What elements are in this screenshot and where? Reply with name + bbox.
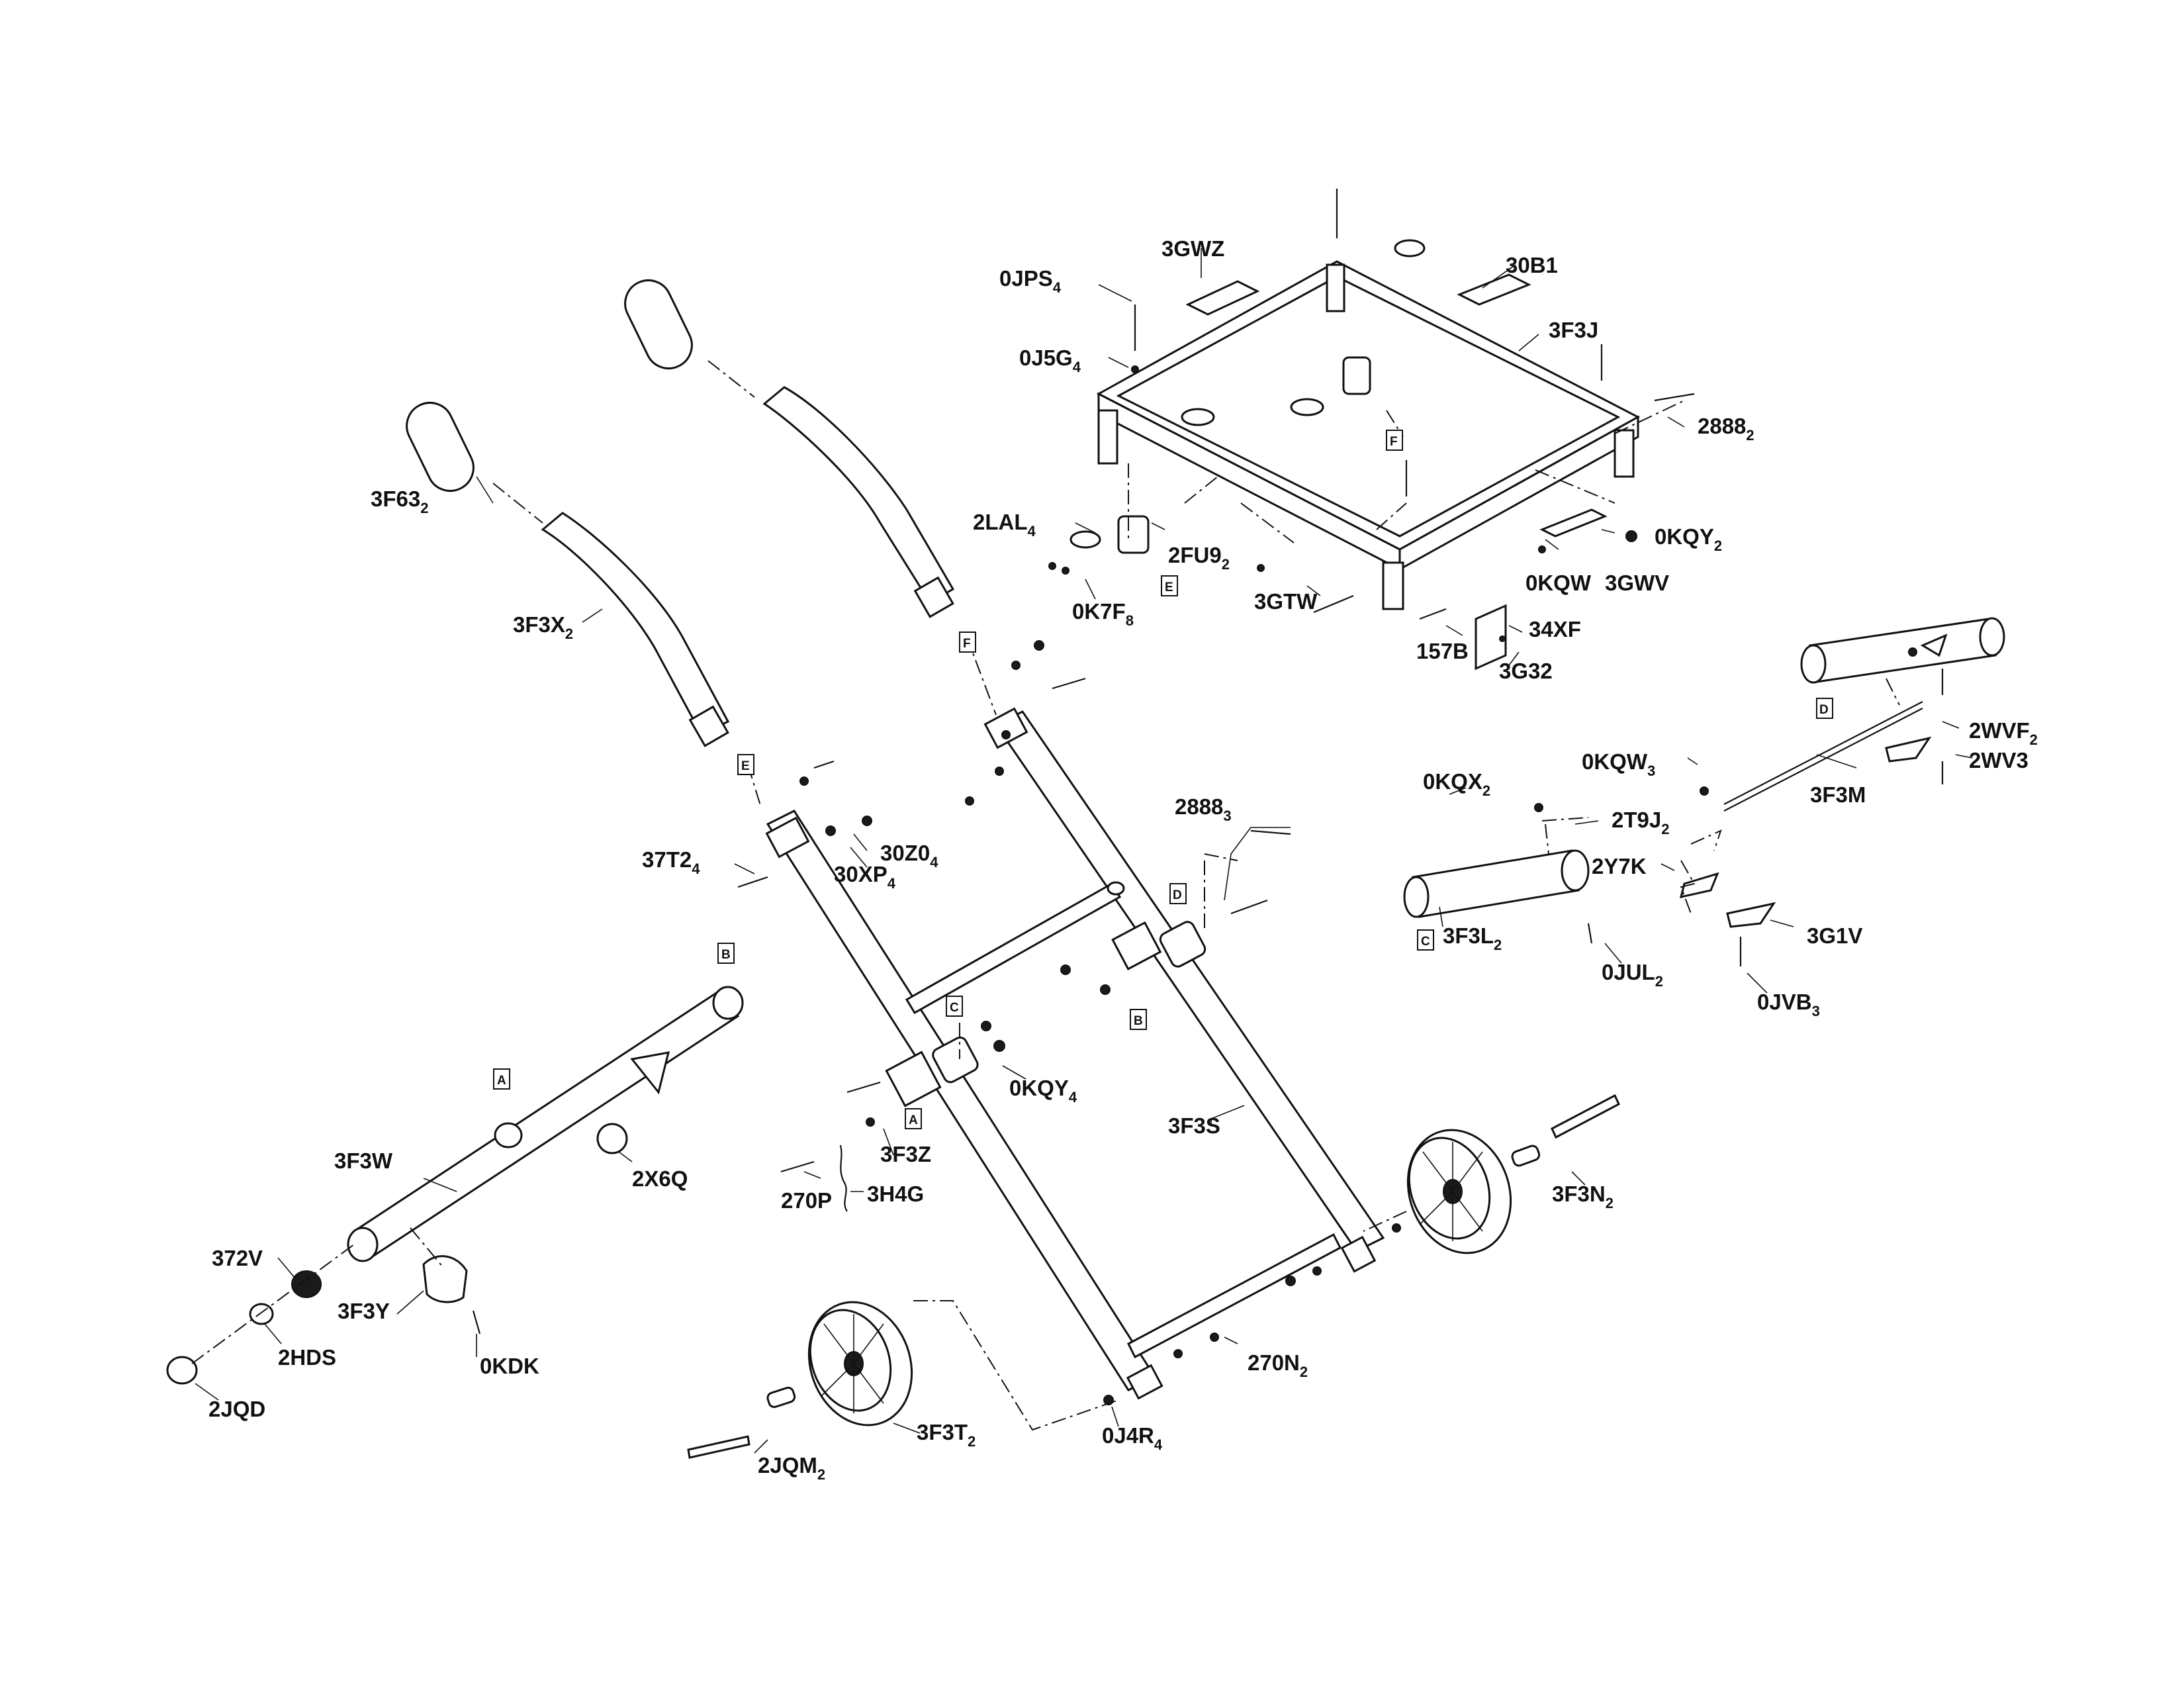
part-label: 3G32 — [1499, 659, 1553, 683]
callout-letter: A — [909, 1113, 918, 1127]
part-label: 0KQW — [1525, 571, 1592, 595]
callout-box: D — [1816, 698, 1833, 719]
part-label: 3F3S — [1168, 1113, 1220, 1138]
part-label: 34XF — [1529, 617, 1581, 641]
part-label: 28882 — [1698, 414, 1754, 444]
callout-letter: C — [950, 1001, 959, 1015]
part-label: 30XP4 — [834, 862, 896, 892]
callout-box: F — [1386, 430, 1403, 451]
callout-letter: D — [1173, 888, 1182, 902]
part-label: 2WV3 — [1969, 748, 2028, 773]
part-label: 37T24 — [642, 847, 700, 877]
wheels — [687, 1094, 1620, 1459]
part-label: 2T9J2 — [1612, 808, 1669, 837]
part-label: 270P — [781, 1188, 832, 1213]
part-label: 0J5G4 — [1019, 346, 1081, 375]
part-label: 372V — [212, 1246, 263, 1270]
part-label: 28883 — [1175, 794, 1232, 824]
part-label: 3F3M — [1810, 782, 1866, 807]
callout-box: E — [737, 754, 754, 775]
callout-box: F — [959, 632, 976, 653]
part-label: 0KQW3 — [1582, 749, 1655, 779]
part-label: 157B — [1416, 639, 1469, 663]
part-label: 270N2 — [1248, 1350, 1308, 1380]
callout-letter: A — [497, 1074, 506, 1088]
part-label: 30B1 — [1506, 253, 1558, 277]
callout-letter: F — [1390, 435, 1398, 449]
callout-letter: B — [721, 948, 731, 962]
part-label: 0KQX2 — [1423, 769, 1490, 799]
part-label: 30Z04 — [880, 841, 938, 870]
part-label: 0J4R4 — [1102, 1423, 1163, 1453]
callout-letter: C — [1421, 935, 1430, 949]
part-label: 3GTW — [1254, 589, 1318, 614]
part-label: 3F3W — [334, 1149, 393, 1173]
part-label: 3GWZ — [1161, 236, 1224, 261]
part-label: 3F3T2 — [917, 1420, 976, 1450]
part-label: 3F3J — [1549, 318, 1598, 342]
part-label: 2X6Q — [632, 1166, 688, 1191]
part-label: 3GWV — [1605, 571, 1669, 595]
part-label: 3F632 — [371, 487, 428, 516]
part-label: 0JUL2 — [1602, 960, 1663, 990]
part-label: 3H4G — [867, 1182, 924, 1206]
callout-box: C — [1417, 929, 1434, 951]
part-labels: 0JPS4 3GWZ 30B1 3F3J 0J5G4 28882 3F632 2… — [208, 236, 2038, 1483]
callout-box: A — [905, 1108, 922, 1129]
part-label: 2FU92 — [1168, 543, 1230, 573]
part-label: 2LAL4 — [973, 510, 1036, 539]
callout-boxes: F F E E D D C C B B A A — [493, 430, 1833, 1129]
callout-letter: D — [1819, 703, 1829, 717]
cart-frame — [737, 635, 1401, 1405]
part-label: 2WVF2 — [1969, 718, 2038, 748]
part-label: 0K7F8 — [1072, 599, 1134, 629]
part-label: 0KQY4 — [1009, 1076, 1077, 1105]
leader-lines — [195, 248, 1973, 1454]
callout-letter: E — [741, 759, 750, 773]
part-label: 3F3N2 — [1552, 1182, 1614, 1211]
part-label: 2HDS — [278, 1345, 336, 1370]
part-label: 3F3L2 — [1443, 923, 1502, 953]
callout-box: E — [1161, 575, 1178, 596]
lower-arm — [166, 986, 744, 1385]
callout-box: B — [717, 943, 735, 964]
part-label: 0JPS4 — [999, 266, 1062, 296]
part-label: 0KQY2 — [1655, 524, 1722, 554]
part-label: 3F3Z — [880, 1142, 931, 1166]
part-label: 3G1V — [1807, 923, 1862, 948]
callout-box: C — [946, 996, 963, 1017]
part-label: 3F3Y — [338, 1299, 390, 1323]
part-label: 2JQM2 — [758, 1453, 825, 1483]
callout-box: D — [1169, 883, 1187, 904]
frame-assembly — [1048, 189, 1695, 671]
lever-assembly — [1403, 617, 2005, 966]
callout-letter: F — [963, 637, 971, 651]
callout-letter: B — [1134, 1014, 1143, 1028]
handle-grips — [406, 279, 955, 747]
part-label: 0JVB3 — [1757, 990, 1820, 1019]
part-label: 0KDK — [480, 1354, 539, 1378]
part-label: 2JQD — [208, 1397, 265, 1421]
part-label: 2Y7K — [1592, 854, 1647, 878]
callout-box: B — [1130, 1009, 1147, 1030]
part-label: 3F3X2 — [513, 612, 573, 642]
callout-box: A — [493, 1068, 510, 1090]
callout-letter: E — [1165, 581, 1173, 594]
